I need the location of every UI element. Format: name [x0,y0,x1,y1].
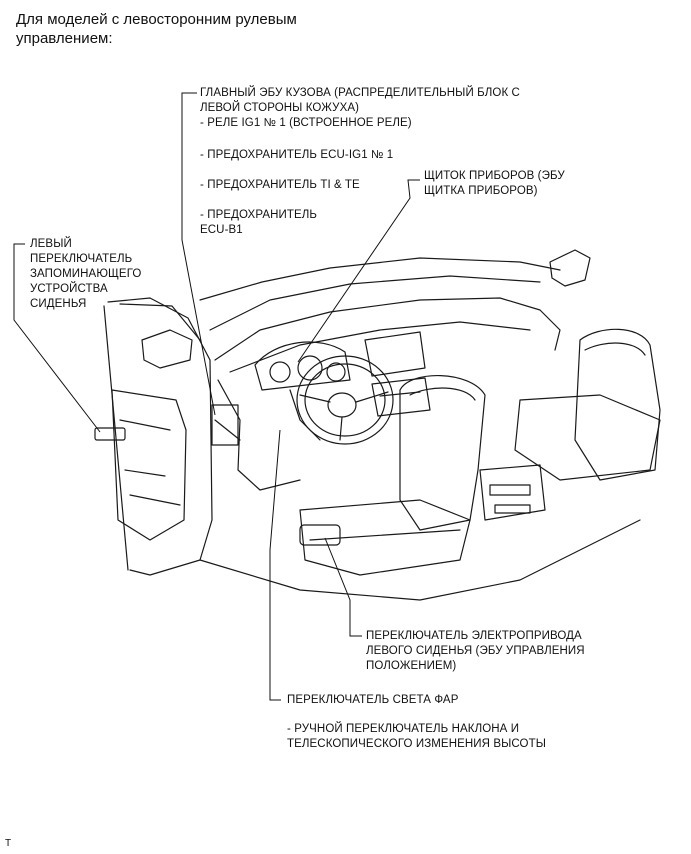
label-memory-line1: ЛЕВЫЙ [30,238,72,250]
passenger-seat-back [574,328,661,481]
label-fuse-ig1: - ПРЕДОХРАНИТЕЛЬ ECU-IG1 № 1 [200,149,394,161]
steering-wheel [296,355,394,445]
label-tilt-line2: ТЕЛЕСКОПИЧЕСКОГО ИЗМЕНЕНИЯ ВЫСОТЫ [287,738,547,750]
label-body-ecu: ГЛАВНЫЙ ЭБУ КУЗОВА (РАСПРЕДЕЛИТЕЛЬНЫЙ БЛ… [200,86,520,131]
a-pillar [199,257,561,301]
leader-power-seat [324,537,362,637]
label-body-ecu-line1: ГЛАВНЫЙ ЭБУ КУЗОВА (РАСПРЕДЕЛИТЕЛЬНЫЙ БЛ… [200,87,520,99]
leader-headlight [269,429,281,701]
label-fuse-b1-line1: - ПРЕДОХРАНИТЕЛЬ [200,209,318,221]
label-body-ecu-line3: - РЕЛЕ IG1 № 1 (ВСТРОЕННОЕ РЕЛЕ) [200,117,412,129]
label-power-seat: ПЕРЕКЛЮЧАТЕЛЬ ЭЛЕКТРОПРИВОДА ЛЕВОГО СИДЕ… [366,629,585,674]
door-frame [107,297,213,576]
dashboard-top [214,297,561,361]
label-memory-line5: СИДЕНЬЯ [30,298,87,310]
label-memory-line3: ЗАПОМИНАЮЩЕГО [30,268,142,280]
label-memory-line2: ПЕРЕКЛЮЧАТЕЛЬ [30,253,133,265]
label-power-seat-line2: ЛЕВОГО СИДЕНЬЯ (ЭБУ УПРАВЛЕНИЯ [366,645,585,657]
driver-seat-cushion [299,499,471,576]
leader-memory [13,243,101,433]
driver-seat-back [399,374,486,531]
leader-body-ecu [181,92,216,416]
label-fuse-b1: - ПРЕДОХРАНИТЕЛЬ ECU-B1 [200,208,317,238]
cluster-hood [254,341,351,391]
rear-view-mirror [549,249,591,287]
memory-switch-shape [94,427,126,441]
dashboard-lower [217,379,301,491]
label-cluster-line2: ЩИТКА ПРИБОРОВ) [424,185,538,197]
center-console [364,331,426,377]
label-power-seat-line3: ПОЛОЖЕНИЕМ) [366,660,457,672]
label-body-ecu-line2: ЛЕВОЙ СТОРОНЫ КОЖУХА) [200,102,360,114]
label-fuse-tite: - ПРЕДОХРАНИТЕЛЬ TI & TE [200,179,360,191]
leader-cluster [297,179,420,363]
label-memory-switch: ЛЕВЫЙ ПЕРЕКЛЮЧАТЕЛЬ ЗАПОМИНАЮЩЕГО УСТРОЙ… [30,237,141,312]
label-memory-line4: УСТРОЙСТВА [30,283,108,295]
label-cluster: ЩИТОК ПРИБОРОВ (ЭБУ ЩИТКА ПРИБОРОВ) [424,169,565,199]
footer-mark: T [5,838,12,849]
page-heading: Для моделей с левосторонним рулевым упра… [16,11,297,47]
label-tilt: - РУЧНОЙ ПЕРЕКЛЮЧАТЕЛЬ НАКЛОНА И ТЕЛЕСКО… [287,722,546,752]
passenger-seat-cushion [514,394,661,481]
rear-console [479,464,546,521]
label-tilt-line1: - РУЧНОЙ ПЕРЕКЛЮЧАТЕЛЬ НАКЛОНА И [287,723,520,735]
side-mirror [141,329,193,369]
label-power-seat-line1: ПЕРЕКЛЮЧАТЕЛЬ ЭЛЕКТРОПРИВОДА [366,630,582,642]
body-ecu-block [211,404,239,446]
label-cluster-line1: ЩИТОК ПРИБОРОВ (ЭБУ [424,170,565,182]
seat-switch-shape [299,524,341,546]
door-panel [111,389,187,541]
label-fuse-b1-line2: ECU-B1 [200,224,243,236]
label-headlight: ПЕРЕКЛЮЧАТЕЛЬ СВЕТА ФАР [287,694,459,706]
